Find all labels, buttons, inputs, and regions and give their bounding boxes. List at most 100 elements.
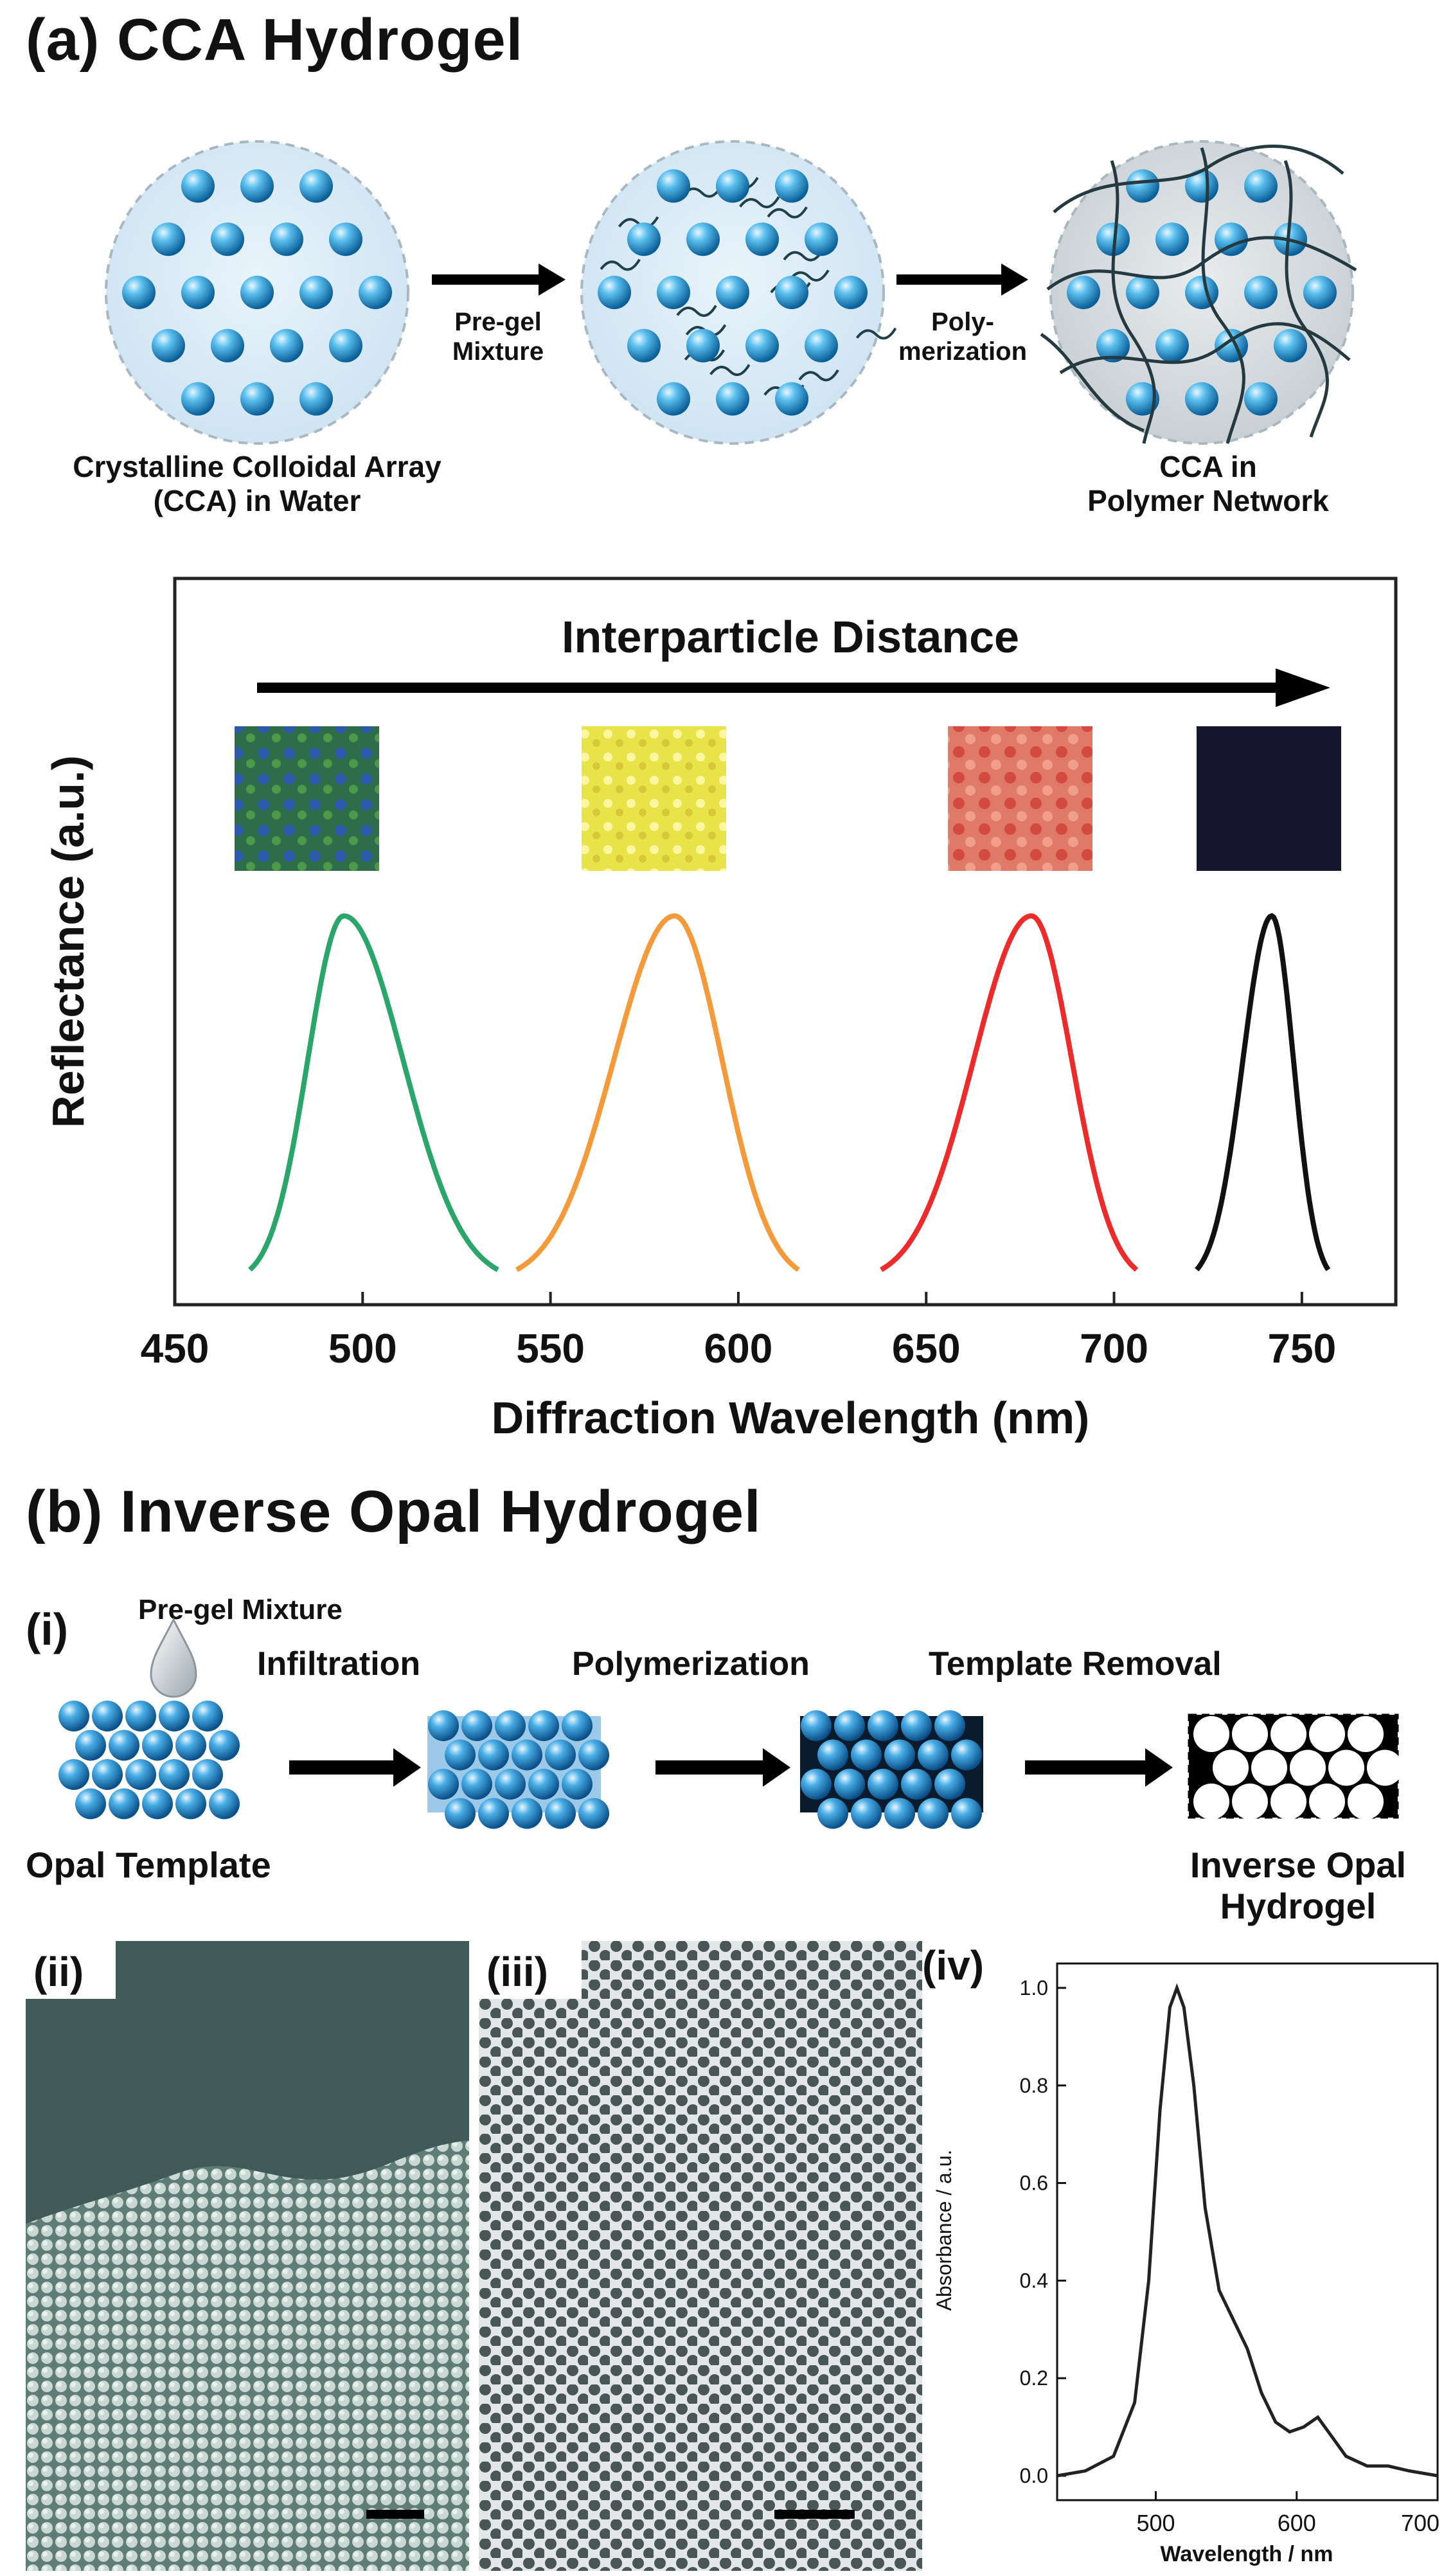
colloid-sphere [299, 276, 333, 309]
inverse-pore [1290, 1749, 1326, 1786]
inverse-pore [1251, 1749, 1287, 1786]
colloid-sphere [1185, 382, 1218, 416]
opal-sphere [58, 1759, 89, 1790]
step-infiltration: Infiltration [257, 1645, 421, 1683]
opal-sphere [159, 1701, 190, 1731]
opal-template-spheres [58, 1701, 240, 1820]
opal-sphere [142, 1730, 173, 1761]
opal-sphere [445, 1798, 476, 1829]
opal-sphere [75, 1788, 106, 1820]
abs-y-tick-label: 0.4 [1020, 2269, 1048, 2292]
inverse-pore [1348, 1716, 1384, 1752]
swatch-yellow [582, 726, 726, 871]
sub-i-label: (i) [26, 1604, 69, 1654]
opal-sphere [934, 1710, 965, 1741]
reflectance-curve-0 [248, 913, 499, 1273]
opal-sphere [58, 1701, 89, 1731]
opal-sphere [142, 1788, 173, 1820]
colloid-sphere [1244, 382, 1278, 416]
inverse-pore [1367, 1749, 1403, 1786]
arrow-polymerization-head [763, 1748, 790, 1787]
opal-sphere [528, 1710, 559, 1741]
opal-sphere [934, 1769, 965, 1800]
opal-sphere [445, 1739, 476, 1771]
x-tick-label: 650 [892, 1325, 961, 1372]
opal-sphere [817, 1739, 848, 1771]
cca-schematic [105, 140, 1357, 445]
inverse-pore [1348, 1784, 1384, 1820]
abs-y-tick-label: 0.2 [1020, 2366, 1048, 2390]
colloid-sphere [1096, 328, 1130, 362]
colloid-sphere [1096, 222, 1130, 256]
interparticle-arrow-head [1276, 668, 1330, 707]
colloid-sphere [1244, 169, 1278, 203]
colloid-sphere [1185, 276, 1218, 309]
droplet-icon [150, 1617, 197, 1698]
abs-y-tick-label: 1.0 [1020, 1976, 1048, 1999]
polymer-chain [767, 206, 808, 219]
inverse-pore [1309, 1784, 1345, 1820]
opal-sphere [209, 1730, 240, 1761]
step-polymerization: Polymerization [572, 1645, 810, 1683]
sem-iii-label-box [479, 1941, 582, 1999]
abs-y-tick-label: 0.8 [1020, 2074, 1048, 2097]
network-strand [1200, 147, 1245, 444]
colloid-sphere [805, 328, 838, 362]
abs-x-tick-label: 700 [1401, 2510, 1440, 2536]
network-strand [1040, 332, 1145, 433]
sub-ii-label: (ii) [33, 1949, 84, 1995]
colloid-sphere [211, 222, 244, 256]
opal-sphere [461, 1769, 492, 1800]
step-template-removal: Template Removal [929, 1645, 1222, 1683]
inverse-pore [1232, 1784, 1268, 1820]
opal-sphere [159, 1759, 190, 1790]
infiltrated-spheres [428, 1710, 609, 1829]
opal-sphere [528, 1769, 559, 1800]
colloid-sphere [627, 222, 661, 256]
scale-bar-iii [774, 2510, 855, 2519]
colloid-sphere [598, 276, 631, 309]
opal-sphere [512, 1739, 542, 1771]
sem-image-ii: (ii) [26, 1941, 469, 2571]
colloid-spheres [122, 169, 392, 416]
x-axis-label: Diffraction Wavelength (nm) [492, 1393, 1090, 1443]
opal-sphere [428, 1710, 459, 1741]
colloid-sphere [716, 382, 749, 416]
colloid-sphere [1126, 276, 1159, 309]
arrow-poly-head [1001, 264, 1028, 296]
abs-plot-frame [1056, 1962, 1439, 2501]
colloid-sphere [181, 169, 215, 203]
network-strand [1110, 160, 1156, 444]
opal-sphere [851, 1798, 882, 1829]
x-tick-label: 600 [704, 1325, 773, 1372]
opal-sphere [478, 1739, 509, 1771]
colloid-sphere [775, 276, 808, 309]
opal-sphere [92, 1701, 123, 1731]
opal-sphere [918, 1739, 949, 1771]
swatch-dark [1197, 726, 1341, 871]
colloid-sphere [1274, 328, 1307, 362]
opal-sphere [884, 1798, 915, 1829]
polymer-chain [739, 196, 780, 209]
colloid-sphere [329, 222, 362, 256]
polymer-chain [600, 258, 641, 271]
opal-sphere [834, 1769, 865, 1800]
opal-sphere [109, 1730, 139, 1761]
sem-image-iii: (iii) [479, 1941, 922, 2571]
colloid-sphere [627, 328, 661, 362]
opal-sphere [801, 1769, 832, 1800]
opal-sphere [545, 1798, 576, 1829]
inverse-pore [1193, 1716, 1229, 1752]
panel-a-title: (a) CCA Hydrogel [26, 7, 524, 73]
colloid-sphere [299, 382, 333, 416]
abs-y-label: Absorbance / a.u. [932, 2150, 956, 2311]
swatch-red [948, 726, 1092, 871]
reflectance-curve-1 [515, 913, 800, 1273]
colloid-sphere [240, 276, 274, 309]
opal-sphere [918, 1798, 949, 1829]
colloid-sphere [716, 276, 749, 309]
inverse-pore [1270, 1716, 1306, 1752]
